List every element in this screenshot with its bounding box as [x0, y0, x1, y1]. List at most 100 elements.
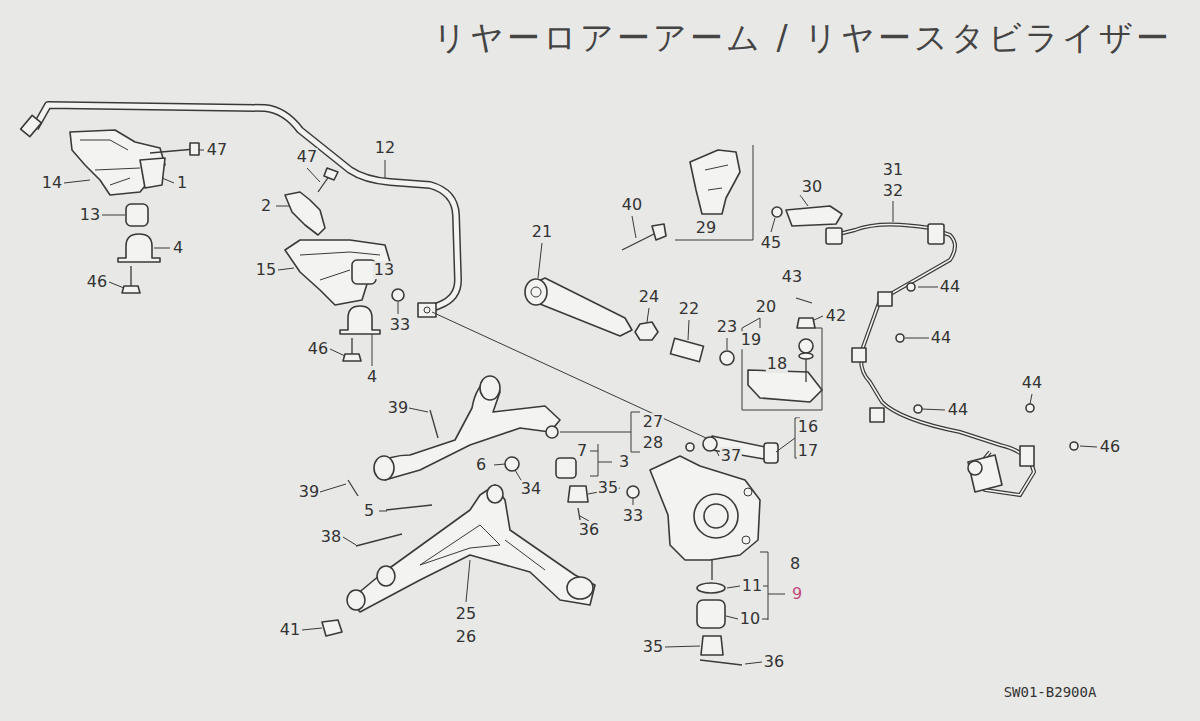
- callout-number: 34: [520, 480, 542, 498]
- callout-number: 31: [882, 161, 904, 179]
- drawing-stroke: [126, 204, 148, 226]
- drawing-stroke: [343, 354, 361, 361]
- callout-number: 39: [298, 483, 320, 501]
- drawing-code: SW01-B2900A: [1004, 684, 1097, 700]
- drawing-stroke: [35, 105, 458, 310]
- drawing-stroke: [627, 486, 639, 498]
- drawing-stroke: [852, 348, 866, 362]
- drawing-stroke: [487, 485, 503, 503]
- drawing-stroke: [805, 358, 806, 382]
- drawing-stroke: [907, 283, 915, 291]
- upper-link: [742, 298, 822, 410]
- callout-number: 26: [455, 628, 477, 646]
- callout-number: 20: [755, 298, 777, 316]
- drawing-stroke: [686, 443, 694, 451]
- callout-number: 33: [389, 316, 411, 334]
- drawing-stroke: [797, 318, 815, 328]
- drawing-stroke: [675, 145, 753, 240]
- drawing-stroke: [796, 298, 812, 303]
- callout-number: 42: [825, 307, 847, 325]
- callout-number: 5: [363, 502, 375, 520]
- drawing-stroke: [377, 566, 395, 586]
- callout-number: 12: [374, 139, 396, 157]
- drawing-stroke: [742, 536, 750, 544]
- callout-number: 18: [766, 355, 788, 373]
- callout-number: 8: [789, 555, 801, 573]
- abs-sensor-harness: [772, 206, 1078, 495]
- drawing-stroke: [704, 504, 728, 528]
- drawing-stroke: [356, 534, 402, 546]
- callout-number: 6: [475, 456, 487, 474]
- drawing-stroke: [870, 408, 884, 422]
- callout-number: 36: [763, 653, 785, 671]
- drawing-stroke: [420, 525, 545, 570]
- knuckle: [627, 456, 760, 665]
- drawing-stroke: [424, 307, 430, 313]
- drawing-stroke: [697, 583, 725, 593]
- callout-number: 1: [176, 174, 188, 192]
- stabilizer-bracket-center: [285, 168, 404, 361]
- drawing-stroke: [556, 458, 576, 478]
- page-title: リヤーロアーアーム / リヤースタビライザー: [433, 18, 1172, 58]
- drawing-stroke: [21, 115, 42, 137]
- drawing-stroke: [705, 165, 728, 190]
- callout-number: 46: [86, 273, 108, 291]
- drawing-stroke: [772, 207, 782, 217]
- callout-number: 29: [695, 219, 717, 237]
- drawing-stroke: [374, 456, 394, 480]
- drawing-stroke: [480, 376, 500, 400]
- drawing-stroke: [340, 306, 380, 334]
- drawing-stroke: [744, 488, 752, 496]
- drawing-stroke: [409, 408, 800, 505]
- drawing-stroke: [835, 224, 1034, 495]
- callout-number: 44: [939, 278, 961, 296]
- drawing-stroke: [968, 461, 982, 475]
- callout-number: 36: [578, 521, 600, 539]
- callout-number: 41: [279, 621, 301, 639]
- callout-number: 9: [791, 585, 803, 603]
- callout-number: 37: [720, 447, 742, 465]
- callout-number: 38: [320, 528, 342, 546]
- drawing-stroke: [190, 143, 199, 155]
- callout-number: 21: [531, 223, 553, 241]
- drawing-stroke: [122, 286, 140, 293]
- stabilizer-bracket-left: [70, 130, 199, 293]
- drawing-stroke: [968, 455, 1002, 492]
- drawing-stroke: [538, 195, 1097, 447]
- callout-number: 39: [387, 399, 409, 417]
- drawing-stroke: [799, 353, 813, 359]
- callout-number: 11: [741, 577, 763, 595]
- drawing-stroke: [525, 279, 547, 305]
- drawing-stroke: [118, 234, 160, 262]
- callout-number: 45: [760, 234, 782, 252]
- drawing-stroke: [568, 486, 588, 502]
- drawing-stroke: [70, 130, 165, 195]
- drawing-stroke: [622, 232, 658, 250]
- callout-number: 17: [797, 442, 819, 460]
- callout-number: 46: [1099, 438, 1121, 456]
- drawing-stroke: [130, 266, 131, 288]
- callout-number: 24: [638, 288, 660, 306]
- drawing-stroke: [64, 150, 204, 288]
- drawing-stroke: [700, 660, 742, 665]
- callout-number: 16: [797, 418, 819, 436]
- leader-lines: [64, 150, 1097, 664]
- callout-number: 44: [1021, 374, 1043, 392]
- callout-number: 44: [947, 401, 969, 419]
- callout-number: 13: [373, 261, 395, 279]
- drawing-stroke: [1026, 404, 1034, 412]
- callout-number: 22: [678, 300, 700, 318]
- callout-number: 43: [781, 268, 803, 286]
- drawing-stroke: [697, 600, 725, 628]
- drawing-stroke: [348, 480, 358, 496]
- drawing-stroke: [35, 105, 458, 310]
- callout-number: 15: [255, 261, 277, 279]
- drawing-stroke: [418, 303, 436, 317]
- drawing-stroke: [285, 192, 325, 235]
- drawing-stroke: [703, 437, 717, 451]
- drawing-stroke: [670, 338, 703, 361]
- drawing-stroke: [140, 158, 165, 188]
- drawing-stroke: [896, 334, 904, 342]
- drawing-stroke: [928, 224, 944, 244]
- callout-number: 47: [296, 148, 318, 166]
